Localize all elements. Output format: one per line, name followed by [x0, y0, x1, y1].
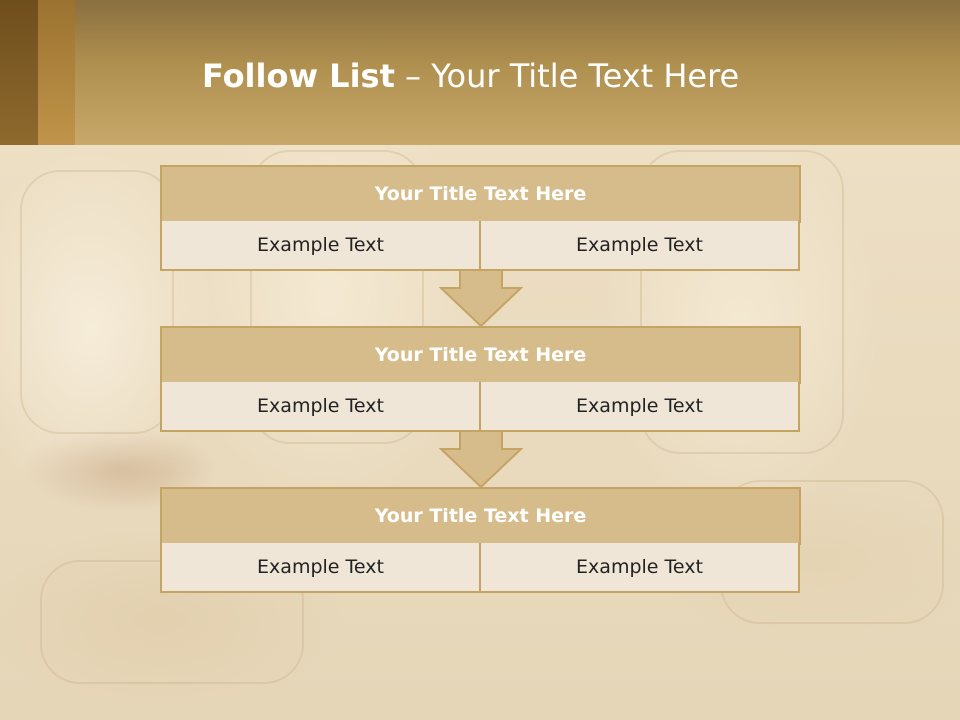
block-cell-left: Example Text — [160, 543, 481, 593]
down-arrow-icon — [439, 270, 523, 328]
block-title: Your Title Text Here — [160, 487, 801, 545]
block-title: Your Title Text Here — [160, 326, 801, 384]
block-cell-right: Example Text — [479, 221, 800, 271]
block-cell-left: Example Text — [160, 221, 481, 271]
block-cell-right: Example Text — [479, 382, 800, 432]
header-bar: Follow List – Your Title Text Here — [0, 0, 960, 145]
down-arrow-icon — [439, 431, 523, 489]
title-bold: Follow List — [202, 57, 395, 95]
block-cell-left: Example Text — [160, 382, 481, 432]
seat-outline — [20, 170, 174, 434]
title-rest: Your Title Text Here — [431, 57, 740, 95]
header-accent-dark — [0, 0, 38, 145]
header-accent-light — [38, 0, 75, 145]
seat-outline — [640, 150, 844, 454]
seat-outline — [250, 150, 424, 444]
slide-title: Follow List – Your Title Text Here — [202, 52, 739, 100]
block-title: Your Title Text Here — [160, 165, 801, 223]
block-cell-right: Example Text — [479, 543, 800, 593]
title-dash: – — [394, 57, 432, 95]
